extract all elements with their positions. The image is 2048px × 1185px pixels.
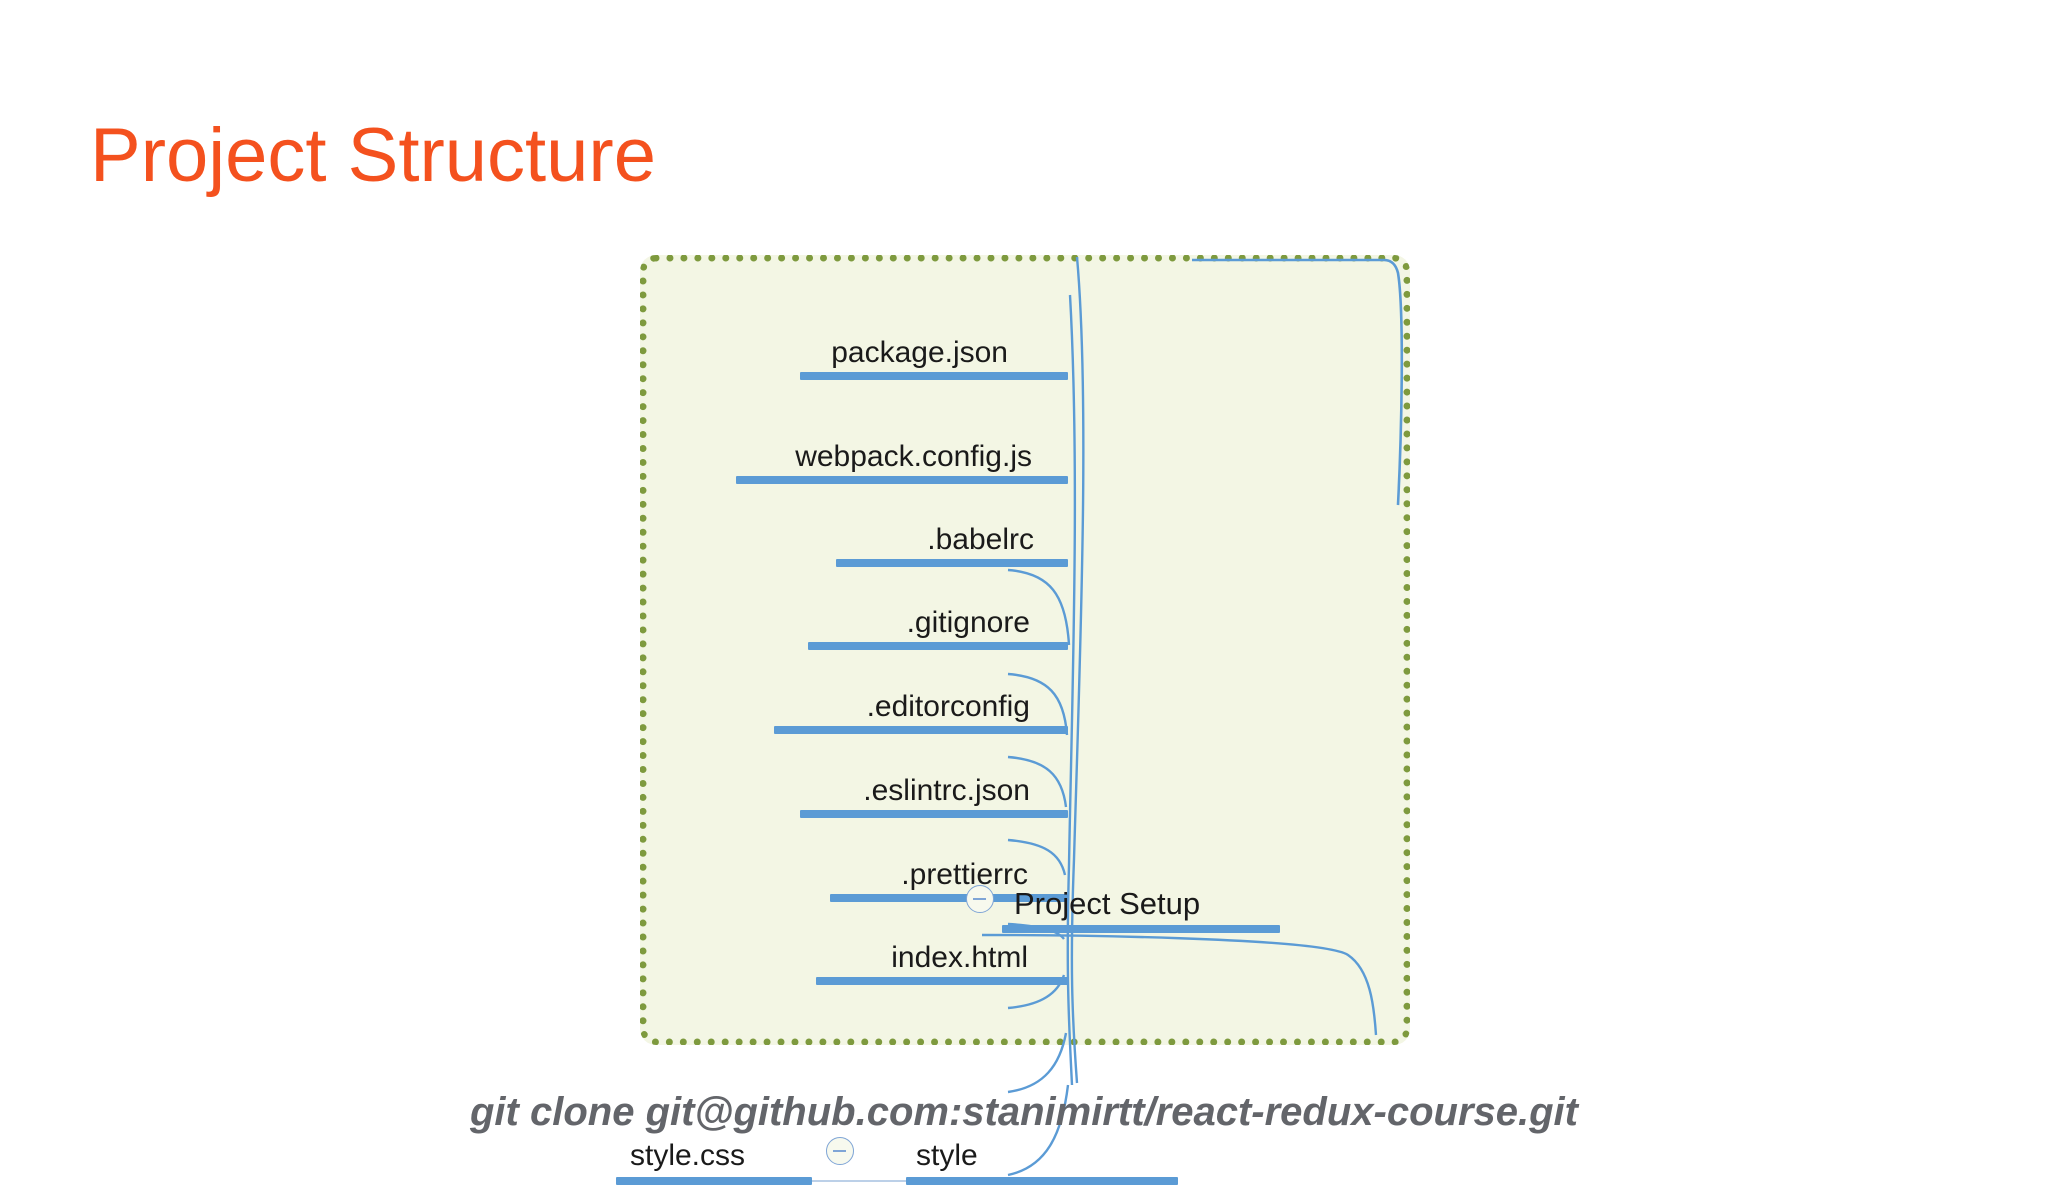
branch-row[interactable]: .eslintrc.json — [640, 748, 1068, 818]
branch-label: index.html — [891, 941, 1028, 974]
center-node-underline — [1002, 925, 1280, 933]
branch-underline — [800, 810, 1068, 818]
style-connector-line — [812, 1180, 908, 1182]
branch-row[interactable]: .gitignore — [640, 580, 1068, 650]
branch-label: .babelrc — [927, 523, 1034, 556]
mindmap-diagram: package.json webpack.config.js .babelrc … — [616, 255, 1410, 1185]
style-node-label: style — [916, 1139, 978, 1172]
branch-underline — [774, 726, 1068, 734]
branch-row[interactable]: .babelrc — [640, 497, 1068, 567]
branch-row[interactable]: .editorconfig — [640, 664, 1068, 734]
branch-underline — [830, 894, 1068, 902]
page-title: Project Structure — [90, 113, 656, 198]
branch-row[interactable]: webpack.config.js — [640, 414, 1068, 484]
branch-underline — [736, 476, 1068, 484]
branch-underline — [836, 559, 1068, 567]
style-sub-underline — [616, 1177, 812, 1185]
branch-label: webpack.config.js — [795, 440, 1032, 473]
branch-row[interactable]: .prettierrc — [640, 832, 1068, 902]
branch-label: .prettierrc — [901, 858, 1028, 891]
branch-label: package.json — [831, 336, 1008, 369]
branch-label: .eslintrc.json — [863, 774, 1030, 807]
branch-row[interactable]: package.json — [640, 310, 1068, 380]
style-node-underline — [906, 1177, 1178, 1185]
branch-label: .gitignore — [906, 606, 1030, 639]
minus-circle-icon[interactable] — [826, 1137, 854, 1165]
minus-circle-icon[interactable] — [966, 885, 994, 913]
branch-underline — [800, 372, 1068, 380]
git-clone-caption: git clone git@github.com:stanimirtt/reac… — [470, 1090, 1578, 1134]
branch-label: .editorconfig — [866, 690, 1030, 723]
branch-underline — [816, 977, 1068, 985]
branch-underline — [808, 642, 1068, 650]
branch-row[interactable]: index.html — [640, 915, 1068, 985]
style-sub-label: style.css — [630, 1139, 746, 1172]
center-node-label: Project Setup — [1014, 886, 1201, 921]
